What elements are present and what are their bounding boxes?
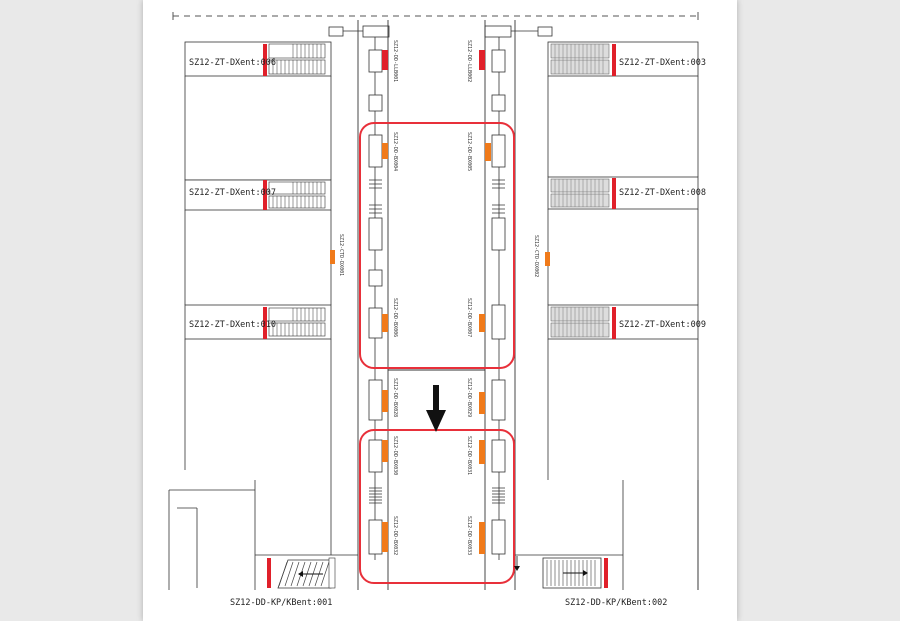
left-corridor-marker [330, 250, 335, 264]
right-corridor-marker [545, 252, 550, 266]
right-corridor-label: SZ12-CTD-DX002 [533, 235, 539, 277]
highlight-frame-upper [359, 122, 515, 369]
room-label-left-3: SZ12-ZT-DXent:010 [189, 320, 276, 330]
left-col-label-4: SZ12-DD-BX028 [392, 378, 398, 417]
left-col-label-1: SZ12-DD-LLB001 [392, 40, 398, 82]
right-col-label-6: SZ12-DD-BX033 [466, 516, 472, 555]
highlight-frame-lower [359, 429, 515, 584]
left-col-label-2: SZ12-DD-BX004 [392, 132, 398, 171]
room-label-right-1: SZ12-ZT-DXent:003 [619, 58, 706, 68]
room-right-1 [547, 41, 699, 77]
room-left-2 [184, 179, 332, 211]
right-col-label-5: SZ12-DD-BX031 [466, 436, 472, 475]
top-valve-right-b [484, 25, 512, 38]
left-corridor-label: SZ12-CTD-DX001 [338, 234, 344, 276]
drawing-page: SZ12-ZT-DXent:006 SZ12-ZT-DXent:007 SZ12… [143, 0, 737, 621]
bottom-left-area [168, 480, 358, 590]
room-left-1 [184, 41, 332, 180]
room-right-2 [547, 176, 699, 210]
room-right-3 [547, 304, 699, 340]
room-label-left-1: SZ12-ZT-DXent:006 [189, 58, 276, 68]
right-col-label-4: SZ12-DD-BX029 [466, 378, 472, 417]
room-label-left-2: SZ12-ZT-DXent:007 [189, 188, 276, 198]
left-col-label-6: SZ12-DD-BX032 [392, 516, 398, 555]
right-top-red-marker [479, 50, 485, 70]
room-label-right-2: SZ12-ZT-DXent:008 [619, 188, 706, 198]
room-left-3 [184, 210, 332, 470]
floor-plan-diagram: SZ12-ZT-DXent:006 SZ12-ZT-DXent:007 SZ12… [168, 12, 706, 608]
top-valve-right-a [537, 26, 553, 37]
right-col-label-3: SZ12-DD-BX007 [466, 298, 472, 337]
left-column-components [368, 49, 388, 555]
right-col-label-1: SZ12-DD-LLB002 [466, 40, 472, 82]
bottom-label-right: SZ12-DD-KP/KBent:002 [565, 598, 667, 608]
bottom-right-area [514, 480, 699, 590]
left-col-label-3: SZ12-DD-BX006 [392, 298, 398, 337]
top-valve-left-b [362, 25, 390, 38]
right-col-label-2: SZ12-DD-BX005 [466, 132, 472, 171]
left-top-red-marker [382, 50, 388, 70]
room-label-right-3: SZ12-ZT-DXent:009 [619, 320, 706, 330]
right-column-components [479, 49, 506, 555]
down-arrow-icon [426, 385, 446, 432]
top-valve-left-a [328, 26, 344, 37]
left-col-label-5: SZ12-DD-BX030 [392, 436, 398, 475]
bottom-label-left: SZ12-DD-KP/KBent:001 [230, 598, 332, 608]
